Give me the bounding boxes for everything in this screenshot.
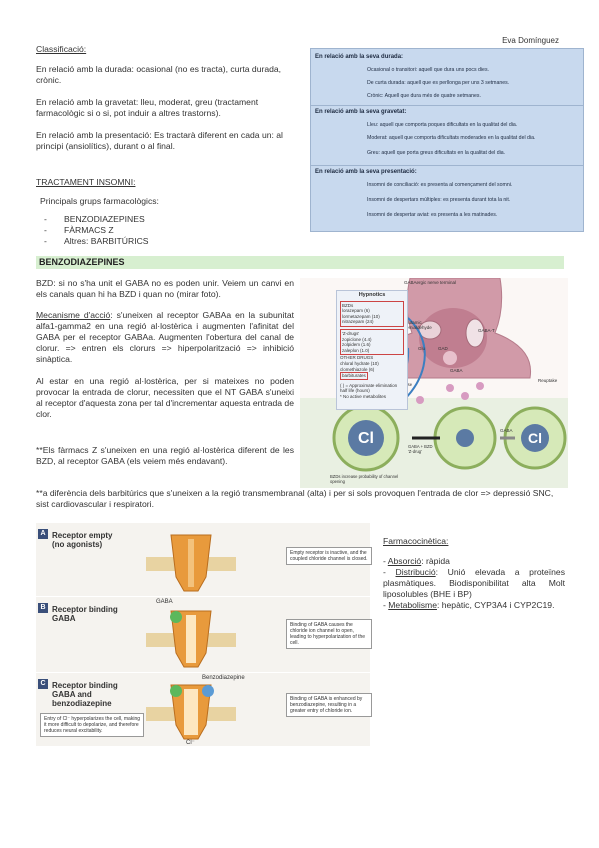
bzd-mechanism: Mecanisme d'acció: s'uneixen al receptor… bbox=[36, 310, 294, 365]
hypnotics-box: Hypnotics BZDs lorazepam (6) lormetazepa… bbox=[336, 290, 408, 410]
drug-item: zopiclone (4.4) bbox=[342, 336, 372, 342]
list-item: - Absorció: ràpida bbox=[383, 556, 450, 566]
drug-item: lormetazepam (10) bbox=[342, 313, 380, 319]
panel-title: Receptor empty (no agonists) bbox=[52, 531, 113, 549]
pharmacokinetics-title: Farmacocinètica: bbox=[383, 536, 449, 546]
chloride-ion-right: Cl bbox=[528, 430, 542, 446]
gaba-right-label: GABA bbox=[500, 428, 513, 433]
groups-title: Principals grups farmacològics: bbox=[40, 196, 159, 206]
table-header-severity: En relació amb la seva gravetat: bbox=[315, 109, 407, 115]
z-drugs-note: **Els fàrmacs Z s'uneixen en una regió a… bbox=[36, 445, 294, 466]
glu-label: Glu bbox=[418, 346, 426, 351]
classification-table: En relació amb la seva durada: Ocasional… bbox=[310, 48, 584, 232]
panel-letter: A bbox=[38, 529, 48, 539]
table-header-presentation: En relació amb la seva presentació: bbox=[315, 169, 417, 175]
classification-para-2: En relació amb la gravetat: lleu, modera… bbox=[36, 97, 259, 118]
legend-item: ( ) = Approximate elimination half life … bbox=[340, 382, 398, 394]
panel-callout: Binding of GABA causes the chloride ion … bbox=[286, 619, 372, 649]
entry-callout: Entry of Cl⁻ hyperpolarizes the cell, ma… bbox=[40, 713, 144, 737]
item-label: Metabolisme bbox=[388, 600, 437, 610]
table-item: Greu: aquell que porta greus dificultats… bbox=[367, 150, 506, 156]
table-item: Moderat: aquell que comporta dificultats… bbox=[367, 135, 536, 141]
table-item: Insomni de conciliació: es presenta al c… bbox=[367, 182, 513, 188]
bzd-group: BZDs lorazepam (6) lormetazepam (10) nit… bbox=[340, 300, 404, 327]
panel-letter: B bbox=[38, 603, 48, 613]
table-item: Insomni de despertars múltiples: es pres… bbox=[367, 197, 511, 203]
gaba-label: GABA bbox=[156, 599, 173, 605]
gabat-label: GABA-T bbox=[478, 328, 495, 333]
table-item: Lleu: aquell que comporta poques dificul… bbox=[367, 122, 518, 128]
list-item: BENZODIAZEPINES bbox=[36, 214, 296, 225]
gaba-bzd-label: GABA + BZD 'Z-drug' bbox=[408, 444, 433, 454]
table-header-duration: En relació amb la seva durada: bbox=[315, 54, 404, 60]
table-item: Crònic: Aquell que dura més de quatre se… bbox=[367, 93, 481, 99]
pharmacokinetics-list: - Absorció: ràpida - Distribució: Unió e… bbox=[383, 556, 565, 611]
receptor-channel-icon bbox=[146, 684, 236, 740]
open-label: BZDs increase probability of channel ope… bbox=[330, 474, 399, 484]
classification-para-1: En relació amb la durada: ocasional (no … bbox=[36, 64, 282, 85]
receptor-channel-icon bbox=[146, 610, 236, 668]
section-title: BENZODIAZEPINES bbox=[39, 257, 125, 267]
reuptake-label: Reuptake bbox=[538, 378, 558, 383]
panel-c: C Receptor binding GABA and benzodiazepi… bbox=[36, 672, 372, 747]
chloride-label: Cl⁻ bbox=[186, 740, 195, 746]
table-item: Insomni de despertar aviat: es presenta … bbox=[367, 212, 498, 218]
drug-item: lorazepam (6) bbox=[342, 308, 370, 314]
barbiturates-label: barbiturates bbox=[340, 372, 368, 380]
gaba-label: GABA bbox=[450, 368, 463, 373]
receptor-channel-icon bbox=[146, 534, 236, 592]
item-text: : Unió elevada a proteïnes plasmàtiques.… bbox=[383, 567, 566, 599]
classification-title: Classificació: bbox=[36, 44, 87, 54]
bzd-intro: BZD: si no s'ha unit el GABA no es poden… bbox=[36, 278, 294, 299]
table-item: Ocasional o transitori: aquell que dura … bbox=[367, 67, 489, 73]
other-label: OTHER DRUGS bbox=[340, 355, 374, 361]
classification-para-3: En relació amb la presentació: Es tracta… bbox=[36, 130, 283, 151]
mechanism-label: Mecanisme d'acció bbox=[36, 310, 111, 320]
list-item: Altres: BARBITÚRICS bbox=[36, 236, 296, 247]
panel-title: Receptor binding GABA bbox=[52, 605, 118, 623]
author-name: Eva Domínguez bbox=[502, 36, 559, 45]
bzd-label: BZDs bbox=[342, 302, 354, 308]
item-label: Distribució bbox=[395, 567, 436, 577]
panel-letter: C bbox=[38, 679, 48, 689]
panel-b: B Receptor binding GABA GABA Binding of … bbox=[36, 596, 372, 671]
list-item: - Metabolisme: hepàtic, CYP3A4 i CYP2C19… bbox=[383, 600, 555, 610]
drug-item: clomethiazole (6) bbox=[340, 366, 375, 372]
drug-item: zaleplon (1.0) bbox=[342, 347, 370, 353]
item-text: : ràpida bbox=[421, 556, 450, 566]
table-item: De curta durada: aquell que es perllonga… bbox=[367, 80, 510, 86]
section-header-bzd: BENZODIAZEPINES bbox=[36, 256, 564, 269]
receptor-states-figure: A Receptor empty (no agonists) Empty rec… bbox=[36, 522, 372, 747]
drug-item: zolpidem (1.6) bbox=[342, 342, 371, 348]
drug-item: chloral hydrate (10) bbox=[340, 360, 379, 366]
hypnotics-title: Hypnotics bbox=[358, 292, 386, 298]
chloride-ion-left: Cl bbox=[358, 430, 374, 447]
benzodiazepine-label: Benzodiazepine bbox=[202, 675, 245, 681]
terminal-label: GABAergic nerve terminal bbox=[404, 280, 457, 285]
gad-label: GAD bbox=[438, 346, 448, 351]
panel-callout: Binding of GABA is enhanced by benzodiaz… bbox=[286, 693, 372, 717]
treatment-title: TRACTAMENT INSOMNI: bbox=[36, 177, 136, 187]
item-text: : hepàtic, CYP3A4 i CYP2C19. bbox=[436, 600, 555, 610]
mechanism-text: : s'uneixen al receptor GABAa en la subu… bbox=[36, 310, 294, 364]
panel-title: Receptor binding GABA and benzodiazepine bbox=[52, 681, 118, 708]
panel-a: A Receptor empty (no agonists) Empty rec… bbox=[36, 522, 372, 595]
barbiturates-note: **a diferència dels barbitúrics que s'un… bbox=[36, 488, 554, 509]
zdrug-group: 'Z-drugs' zopiclone (4.4) zolpidem (1.6)… bbox=[340, 328, 404, 356]
enzyme-label: Glutamic semialdehyde bbox=[404, 320, 432, 330]
item-label: Absorció bbox=[387, 556, 422, 566]
groups-list: BENZODIAZEPINES FÀRMACS Z Altres: BARBIT… bbox=[36, 214, 296, 247]
zdrug-label: 'Z-drugs' bbox=[342, 330, 360, 336]
list-item: FÀRMACS Z bbox=[36, 225, 296, 236]
bzd-allosteric: Al estar en una regió al·lostèrica, per … bbox=[36, 376, 294, 419]
panel-callout: Empty receptor is inactive, and the coup… bbox=[286, 547, 372, 565]
drug-item: nitrazepam (24) bbox=[342, 319, 374, 325]
list-item: - Distribució: Unió elevada a proteïnes … bbox=[383, 567, 566, 599]
legend-item: * No active metabolites bbox=[340, 393, 387, 399]
